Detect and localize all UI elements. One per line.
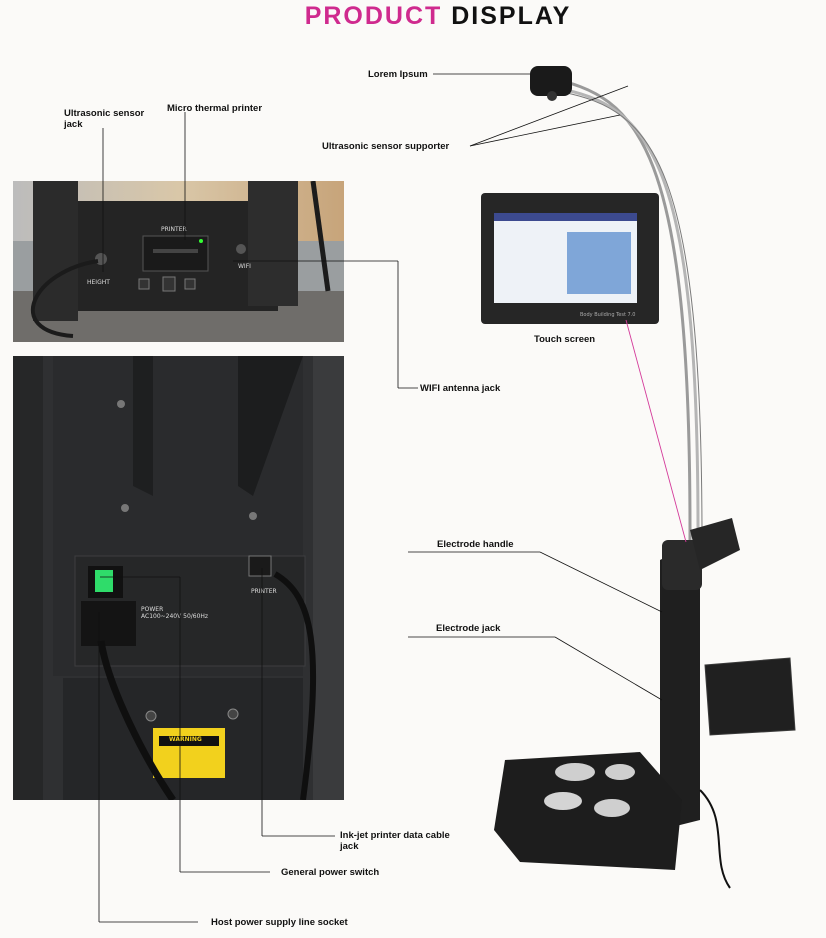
printer-panel-text: PRINTER [161, 226, 187, 233]
screen-brand-text: Body Building Test 7.0 [580, 312, 636, 318]
label-inkjet-printer-cable-jack: Ink-jet printer data cable jack [340, 830, 450, 852]
label-lorem-ipsum: Lorem Ipsum [368, 69, 428, 80]
label-electrode-handle: Electrode handle [437, 539, 514, 550]
printer-panel-photo: PRINTER HEIGHT WIFI [13, 181, 344, 342]
label-micro-thermal-printer: Micro thermal printer [167, 103, 263, 114]
label-touch-screen: Touch screen [534, 334, 596, 345]
page-title: PRODUCT DISPLAY [0, 2, 826, 31]
label-ultrasonic-sensor-jack: Ultrasonic sensor jack [64, 108, 145, 130]
wifi-port-text: WIFI [238, 263, 251, 270]
warning-sticker-text: WARNING [169, 736, 202, 743]
power-text: POWER [141, 606, 164, 613]
power-panel-photo: POWER AC100~240V 50/60Hz PRINTER WARNING [13, 356, 344, 800]
title-word-display: DISPLAY [451, 2, 572, 30]
title-word-product: PRODUCT [304, 2, 443, 30]
label-host-power-supply-socket: Host power supply line socket [211, 917, 348, 928]
power-panel-illustration [13, 356, 344, 800]
height-port-text: HEIGHT [87, 279, 110, 286]
power-spec-text: AC100~240V 50/60Hz [141, 613, 209, 620]
label-ultrasonic-sensor-supporter: Ultrasonic sensor supporter [322, 141, 450, 152]
printer-port-text: PRINTER [251, 588, 277, 595]
printer-panel-illustration [13, 181, 344, 342]
label-wifi-antenna-jack: WIFI antenna jack [420, 383, 501, 394]
label-electrode-jack: Electrode jack [436, 623, 501, 634]
label-general-power-switch: General power switch [281, 867, 380, 878]
